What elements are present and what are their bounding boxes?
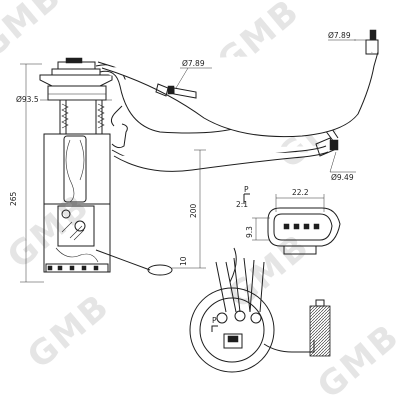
fitting-left-nipple [173,87,197,99]
sender-pivot [61,209,71,219]
electrical-plug [65,57,83,64]
spring-left [61,103,69,129]
pump-wiring [65,139,85,203]
detail-wire-2 [233,257,251,313]
dim-connector-width: 22.2 [292,188,309,197]
detail-lead [263,340,315,353]
dim-overall-height: 265 [9,191,18,206]
connector-latch [283,246,317,255]
dim-body-height: 200 [189,203,198,218]
fitting-top-body [365,39,379,55]
connector-pin-2 [293,223,300,230]
connector-pin-3 [303,223,310,230]
connector-pin-1 [283,223,290,230]
fitting-left-clip [167,85,175,95]
fitting-right-clip [329,139,339,151]
detail-wire-1 [215,261,237,313]
fitting-left-body [155,83,169,97]
connector-face-outer [267,207,341,247]
connector-pin-4 [313,223,320,230]
guide-rods [59,100,103,134]
detail-terminal-3 [250,312,262,324]
dim-float-offset: 10 [179,256,188,266]
detail-circle-inner [199,297,265,363]
flange-top [51,68,101,76]
detail-plug [223,333,243,349]
float-arm [95,249,151,271]
detail-sender-cap [315,299,325,307]
dim-flange-diameter: Ø93.5 [16,95,39,104]
feed-hose-inner [101,51,379,138]
detail-wire-3 [249,259,265,313]
sender-linkage [61,221,85,241]
pin-view-marker [243,193,250,204]
dim-connector-height: 9.3 [245,226,254,238]
vent-hose-inner [113,151,329,172]
detail-plug-contact [227,335,239,343]
float [147,264,173,276]
sender-detail: P [189,247,331,373]
dim-return-fitting: Ø7.89 [182,59,205,68]
flange-plate [39,74,113,87]
return-tube [111,123,128,149]
vent-tube [110,105,123,127]
fuel-pump [63,135,87,203]
dim-feed-fitting: Ø9.49 [331,173,354,182]
pump-module [39,57,173,276]
sender-wheel [74,220,86,232]
dim-outlet-fitting: Ø7.89 [328,31,351,40]
detail-terminal-1 [216,312,228,324]
detail-leader [229,247,237,283]
fitting-top-clip [369,29,377,41]
reservoir-body [43,133,111,205]
fuel-lines [95,29,379,172]
connector-face-inner [273,213,333,241]
detail-terminal-2 [234,310,246,322]
connector-detail: P 2:1 22.2 9.3 [236,185,341,255]
connector-scale: 2:1 [236,200,248,209]
watermark-gmb: GMB [0,0,70,67]
sender-plate [57,205,95,247]
watermark-gmb: GMB [20,286,117,377]
detail-circle-outer [189,287,275,373]
strainer-base [45,263,109,273]
dimension-callouts: 265 Ø93.5 200 10 Ø7.89 Ø7.89 Ø9.49 [9,31,370,283]
detail-sender-element [309,305,331,357]
flange-collar [47,85,107,101]
sender-wire [55,247,99,263]
detail-pin-label: P [212,316,217,325]
connector-pin-label: P [244,185,249,194]
spring-right [97,103,105,129]
detail-pin-marker [211,325,218,332]
